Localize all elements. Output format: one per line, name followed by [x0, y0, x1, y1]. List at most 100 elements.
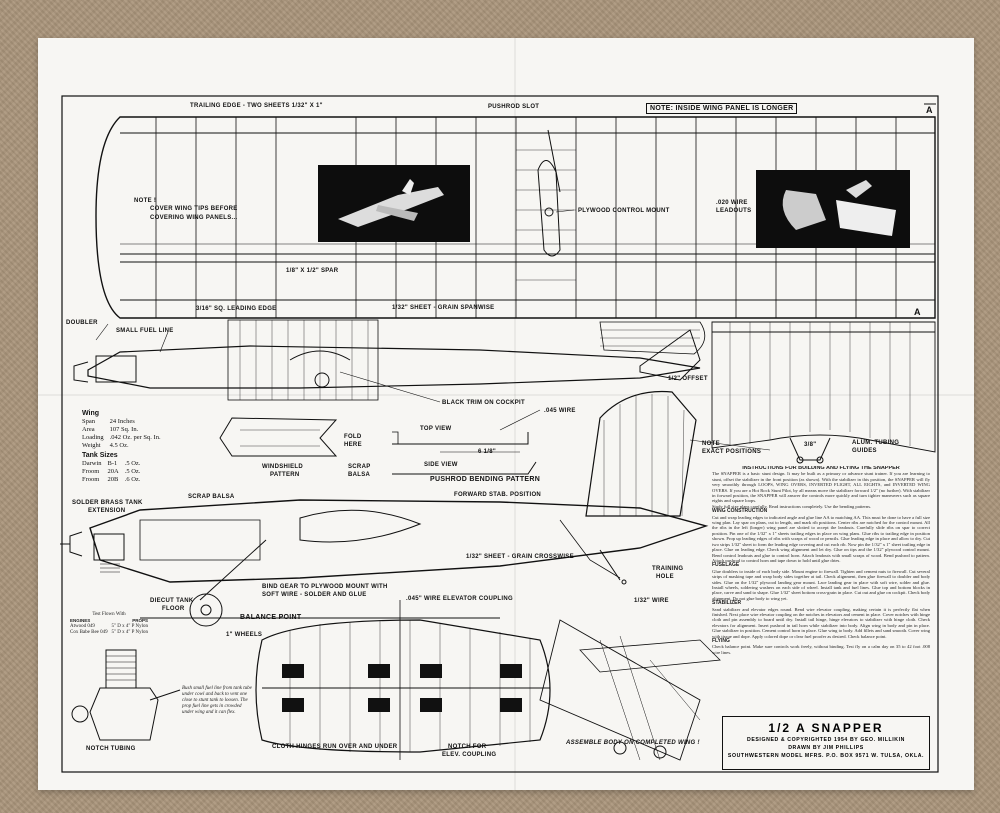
plane-photo-icon [338, 179, 444, 227]
label-diecut-tank-2: FLOOR [162, 606, 185, 612]
label-marker-a-top: A [926, 105, 933, 115]
label-pushrod-slot: PUSHROD SLOT [488, 104, 540, 110]
label-scrap-balsa: SCRAP BALSA [188, 494, 235, 500]
label-doubler: DOUBLER [66, 320, 98, 326]
label-sheet-crosswise: 1/32" SHEET - GRAIN CROSSWISE [466, 554, 574, 560]
stab-hatch [600, 329, 700, 347]
engine-side-block [95, 355, 137, 383]
assembly-body-sketch [539, 619, 701, 761]
engine-fuel-note: Bush small fuel line from tank tube unde… [182, 686, 252, 715]
label-sheet-spanwise: 1/32" SHEET - GRAIN SPANWISE [392, 305, 495, 311]
drafter-line: DRAWN BY JIM PHILLIPS [788, 745, 864, 751]
label-marker-a-bottom: A [914, 307, 921, 317]
vertical-fin-hatch [603, 394, 685, 517]
elevator-plan-outline [255, 619, 551, 753]
spinner-main [69, 531, 83, 557]
label-dim-618: 6 1/8" [478, 449, 496, 455]
alum-tubing-guide [789, 437, 831, 461]
label-fuel-line: SMALL FUEL LINE [116, 328, 174, 334]
label-scrap-balsa-top-1: SCRAP [348, 464, 371, 470]
cockpit-canopy-side [289, 350, 351, 361]
label-spar: 1/8" X 1/2" SPAR [286, 268, 339, 274]
label-notch-tubing: NOTCH TUBING [86, 746, 136, 752]
label-windshield-2: PATTERN [270, 472, 300, 478]
right-stab-elevator [711, 321, 936, 453]
center-sheet-hatch [516, 149, 576, 281]
wing-specs-heading: Wing [82, 410, 100, 417]
label-alum-tubing-2: GUIDES [852, 448, 877, 454]
label-balance-point: BALANCE POINT [240, 614, 302, 621]
label-trailing-edge: TRAILING EDGE - TWO SHEETS 1/32" X 1" [190, 103, 323, 109]
landing-gear-leg [199, 539, 267, 601]
label-note-cover-2: COVER WING TIPS BEFORE [150, 206, 238, 212]
label-forward-stab: FORWARD STAB. POSITION [454, 492, 542, 498]
label-notch-elev-2: ELEV. COUPLING [442, 752, 497, 758]
label-plywood-mount: PLYWOOD CONTROL MOUNT [578, 208, 670, 214]
label-note-cover-1: NOTE ! [134, 198, 157, 204]
fuselage-side-outline [87, 345, 701, 389]
wheel-main [189, 593, 223, 627]
engine-sketch-fins [106, 655, 136, 681]
training-hole-line [599, 549, 621, 581]
elevator-hatch [289, 620, 531, 752]
wing-outline [95, 116, 936, 319]
label-assemble-body: ASSEMBLE BODY ON COMPLETED WING ! [566, 740, 700, 746]
label-wire-045: .045 WIRE [544, 408, 576, 414]
engine-main [93, 533, 125, 561]
fold-crease-horizontal [38, 394, 974, 396]
label-black-trim: BLACK TRIM ON COCKPIT [442, 400, 525, 406]
tail-wire [559, 519, 621, 579]
rudder-fin-side [639, 329, 701, 381]
label-leading-edge: 3/16" SQ. LEADING EDGE [196, 306, 277, 312]
label-wire-132: 1/32" WIRE [634, 598, 669, 604]
main-fuselage-outline [89, 499, 709, 583]
pushrod-line [547, 129, 561, 193]
wing-root-section [227, 319, 379, 401]
label-note-exact-1: NOTE [702, 441, 720, 447]
pushrod-top-view [392, 432, 529, 445]
building-instructions: INSTRUCTIONS FOR BUILDING AND FLYING THE… [712, 466, 930, 655]
vertical-fin-outline [585, 390, 697, 517]
label-training-hole-1: TRAINING [652, 566, 684, 572]
label-windshield-1: WINDSHIELD [262, 464, 303, 470]
cockpit-outline [299, 509, 422, 543]
designer-line: DESIGNED & COPYRIGHTED 1954 BY GEO. MILL… [746, 737, 906, 743]
label-wire-leadouts-1: .020 WIRE [716, 200, 748, 206]
label-scrap-balsa-top-2: BALSA [348, 472, 371, 478]
table-row: Loading.042 Oz. per Sq. In. [82, 434, 161, 441]
label-fold-1: FOLD [344, 434, 362, 440]
label-fold-2: HERE [344, 442, 362, 448]
label-top-view: TOP VIEW [420, 426, 452, 432]
sheet-border [61, 95, 939, 773]
right-stab-hatch [729, 322, 911, 446]
label-wheels: 1" WHEELS [226, 632, 263, 638]
label-offset: 1/2" OFFSET [668, 376, 708, 382]
stabilizer-tail-section [599, 321, 706, 355]
title-block: 1/2 A SNAPPER DESIGNED & COPYRIGHTED 195… [722, 716, 930, 770]
label-dim-38: 3/8" [804, 442, 817, 448]
label-solder-tank-1: SOLDER BRASS TANK [72, 500, 143, 506]
photo-snapper-right [756, 170, 910, 248]
tank-sizes-heading: Tank Sizes [82, 452, 118, 459]
label-wire-leadouts-2: LEADOUTS [716, 208, 752, 214]
tank-bay [139, 519, 261, 561]
control-horn-pivot [544, 207, 554, 217]
label-diecut-tank-1: DIECUT TANK [150, 598, 194, 604]
plywood-control-mount-shape [537, 160, 561, 257]
spinner-side [73, 361, 89, 383]
label-training-hole-2: HOLE [656, 574, 674, 580]
engine-fins [100, 563, 120, 573]
wheel-side [314, 372, 330, 388]
label-notch-elev-1: NOTCH FOR [448, 744, 487, 750]
label-note-cover-3: COVERING WING PANELS... [150, 215, 238, 221]
